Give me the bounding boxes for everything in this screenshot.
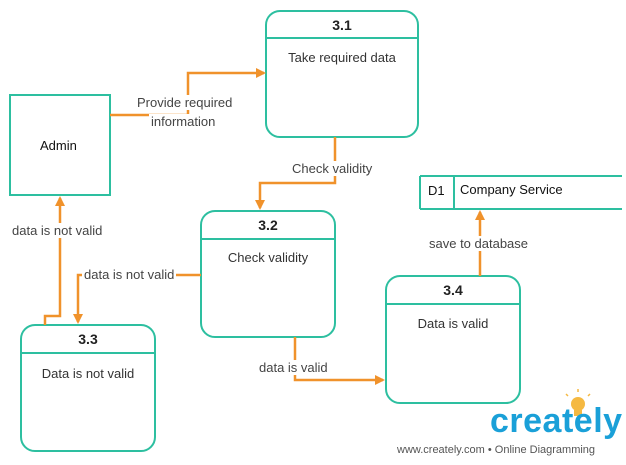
process-3-1-number: 3.1 (332, 17, 352, 33)
data-store-id: D1 (428, 183, 445, 198)
process-3-2-text: Check validity (227, 250, 309, 265)
flow-3-1-to-3-2[interactable] (255, 137, 337, 210)
flow-label-not-valid-to-3-3: data is not valid (82, 267, 177, 282)
process-3-3-number: 3.3 (78, 331, 98, 347)
admin-label: Admin (40, 138, 77, 153)
data-store-d1[interactable] (419, 175, 622, 210)
process-3-1[interactable] (265, 10, 419, 138)
process-3-1-text: Take required data (288, 50, 396, 65)
flow-label-check-validity: Check validity (290, 161, 375, 176)
flow-label-data-is-valid: data is valid (257, 360, 330, 375)
flow-3-2-to-3-3[interactable] (73, 273, 201, 324)
footer-text: www.creately.com • Online Diagramming (397, 444, 596, 456)
process-3-4-text: Data is valid (417, 316, 489, 331)
flow-3-2-to-3-4[interactable] (293, 337, 385, 385)
lightbulb-icon (565, 389, 591, 416)
flow-3-3-to-admin[interactable] (43, 196, 65, 325)
flow-label-provide-line2: information (149, 114, 218, 129)
admin-entity[interactable] (9, 94, 111, 196)
process-3-4[interactable] (385, 275, 521, 404)
flow-label-save-to-database: save to database (427, 236, 531, 251)
flow-label-not-valid-to-admin: data is not valid (10, 223, 105, 238)
process-3-3[interactable] (20, 324, 156, 452)
data-store-name: Company Service (460, 182, 563, 197)
process-3-2-number: 3.2 (258, 217, 278, 233)
flow-label-provide-line1: Provide required (135, 95, 235, 110)
process-3-4-number: 3.4 (443, 282, 463, 298)
creately-logo: creately (490, 402, 623, 440)
process-3-3-text: Data is not valid (41, 366, 135, 381)
